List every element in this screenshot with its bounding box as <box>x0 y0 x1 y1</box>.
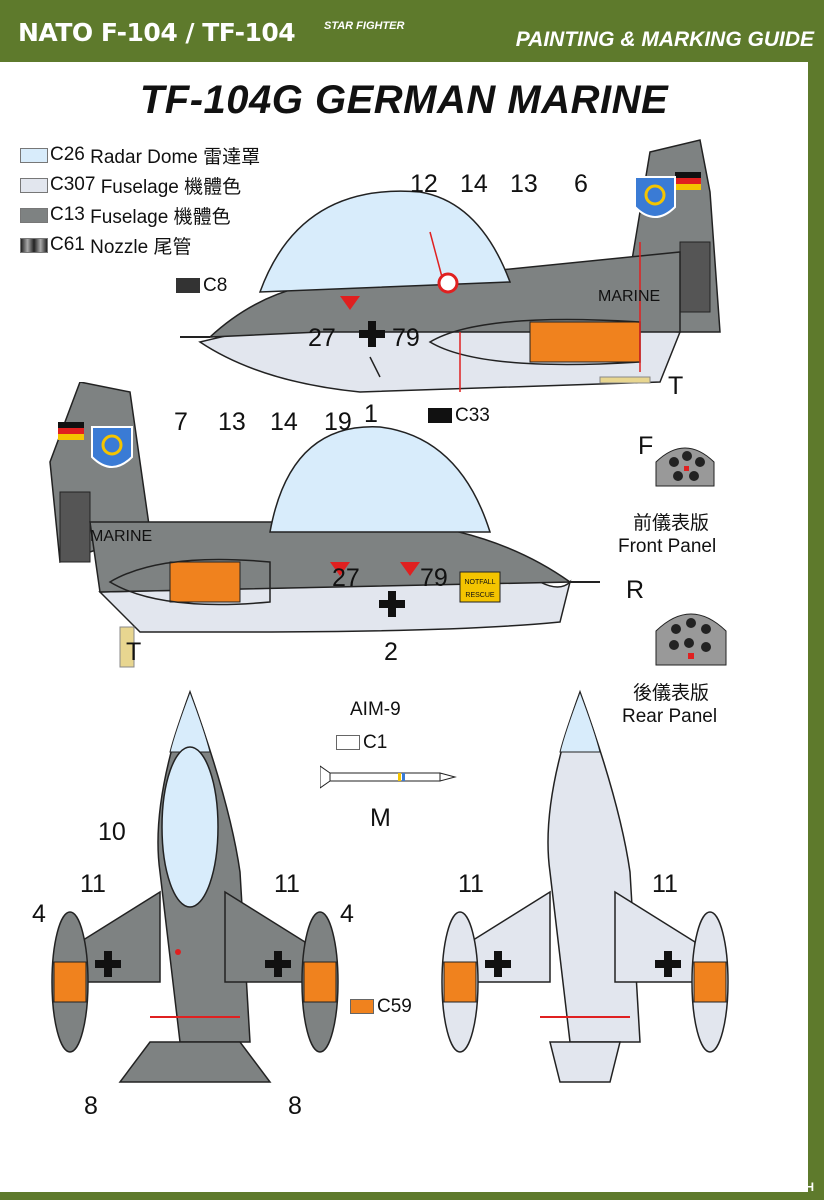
callout-c59: C59 <box>350 996 412 1018</box>
legend-text: Nozzle 尾管 <box>90 236 192 258</box>
marine-text-side: MARINE <box>90 528 153 545</box>
code-right-top: 79 <box>392 324 420 352</box>
marine-text-top: MARINE <box>598 288 661 305</box>
front-panel-cn: 前儀表版 <box>633 513 710 534</box>
guide-panel: TF-104G GERMAN MARINE C26 Radar Dome 雷達罩… <box>0 62 808 1192</box>
bottom-view <box>441 689 729 1083</box>
callout-12: 12 <box>410 170 438 198</box>
rear-instrument-panel <box>655 613 727 666</box>
front-panel-letter: F <box>638 432 654 460</box>
right-side-profile <box>180 139 721 393</box>
top-view <box>51 689 339 1083</box>
notfall-label: NOTFALL <box>464 579 495 586</box>
callout-t-top: T <box>668 372 684 400</box>
chip-c8 <box>176 278 200 294</box>
legend-code: C26 <box>50 144 85 165</box>
callout-8a: 8 <box>84 1092 98 1120</box>
callout-c33: C33 <box>428 405 490 427</box>
cross-marking <box>359 321 385 347</box>
callout-text: C59 <box>377 996 412 1017</box>
chip-c1 <box>336 735 360 751</box>
cross-marking <box>265 951 291 977</box>
legend-text: Fuselage 機體色 <box>90 206 231 228</box>
callout-c8: C8 <box>176 275 227 297</box>
rear-panel-cn: 後儀表版 <box>633 683 710 704</box>
code-left-side: 27 <box>332 564 360 592</box>
cross-marking <box>379 591 405 617</box>
callout-13: 13 <box>510 170 538 198</box>
cross-marking <box>485 951 511 977</box>
page-title: TF-104G GERMAN MARINE <box>139 78 669 122</box>
code-left-top: 27 <box>308 324 336 352</box>
callout-11d: 11 <box>652 870 678 898</box>
swatch-c26 <box>20 147 48 163</box>
callout-4b: 4 <box>340 900 354 928</box>
callout-8b: 8 <box>288 1092 302 1120</box>
legend-code: C61 <box>50 234 85 255</box>
code-right-side: 79 <box>420 564 448 592</box>
header-left-title: NATO F-104 / TF-104 <box>18 18 296 47</box>
callout-11c: 11 <box>458 870 484 898</box>
callout-14: 14 <box>460 170 488 198</box>
callout-19: 19 <box>324 408 352 436</box>
legend-text: Radar Dome 雷達罩 <box>90 146 261 168</box>
credit: HOBBY SEARCH <box>716 1180 814 1194</box>
header-right-title: PAINTING & MARKING GUIDE <box>515 28 814 51</box>
legend-code: C13 <box>50 204 85 225</box>
rear-panel-letter: R <box>626 576 645 604</box>
callout-10: 10 <box>98 818 126 846</box>
legend-item: C13 Fuselage 機體色 <box>20 200 260 230</box>
rear-panel-en: Rear Panel <box>622 706 718 727</box>
header: NATO F-104 / TF-104 STAR FIGHTER PAINTIN… <box>0 0 824 60</box>
callout-text: C8 <box>203 275 228 296</box>
legend-code: C307 <box>50 174 96 195</box>
left-side-profile: NOTFALL RESCUE <box>49 382 600 668</box>
front-instrument-panel <box>655 447 715 487</box>
legend-text: Fuselage 機體色 <box>100 176 242 198</box>
callout-11a: 11 <box>80 870 106 898</box>
callout-2: 2 <box>384 638 398 666</box>
callout-4a: 4 <box>32 900 46 928</box>
callout-14b: 14 <box>270 408 298 436</box>
front-panel-en: Front Panel <box>618 536 717 557</box>
callout-6: 6 <box>574 170 588 198</box>
callout-text: C1 <box>363 732 388 753</box>
chip-c59 <box>350 999 374 1015</box>
header-subtitle: STAR FIGHTER <box>324 20 405 32</box>
callout-m: M <box>370 804 391 832</box>
callout-11b: 11 <box>274 870 300 898</box>
callout-text: C33 <box>455 405 490 426</box>
callout-1: 1 <box>364 400 378 428</box>
rescue-label: RESCUE <box>465 592 495 599</box>
color-legend: C26 Radar Dome 雷達罩 C307 Fuselage 機體色 C13… <box>20 140 260 260</box>
callout-7: 7 <box>174 408 188 436</box>
chip-c33 <box>428 408 452 424</box>
callout-c1: C1 <box>336 732 387 754</box>
legend-item: C26 Radar Dome 雷達罩 <box>20 140 260 170</box>
swatch-c13 <box>20 207 48 223</box>
swatch-c61 <box>20 237 48 253</box>
swatch-c307 <box>20 177 48 193</box>
callout-t-side: T <box>126 638 142 666</box>
aim9-missile <box>320 765 457 789</box>
cross-marking <box>655 951 681 977</box>
cross-marking <box>95 951 121 977</box>
callout-13b: 13 <box>218 408 246 436</box>
legend-item: C307 Fuselage 機體色 <box>20 170 260 200</box>
aim9-label: AIM-9 <box>350 699 401 720</box>
legend-item: C61 Nozzle 尾管 <box>20 230 260 260</box>
